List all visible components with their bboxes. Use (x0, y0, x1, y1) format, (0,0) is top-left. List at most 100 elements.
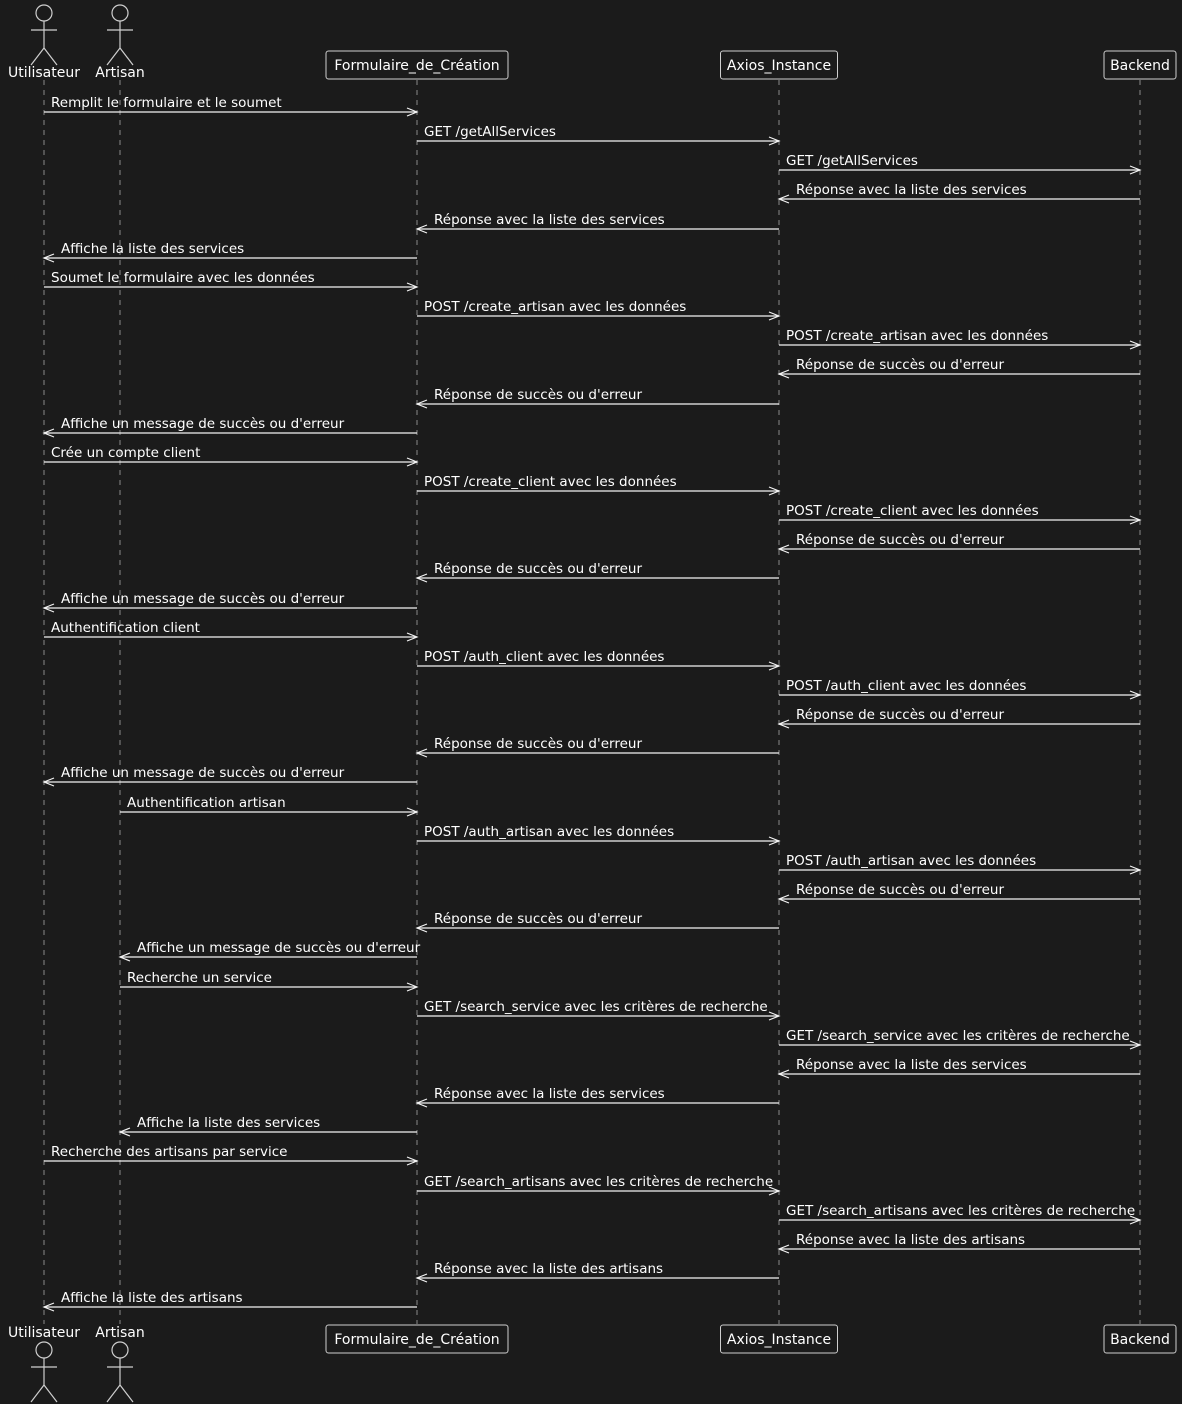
participant-name: Backend (1110, 1332, 1170, 1348)
message-arrow: Réponse avec la liste des artisans (415, 1261, 779, 1283)
message-arrow: Réponse de succès ou d'erreur (415, 911, 779, 933)
message-arrow: GET /getAllServices (779, 153, 1142, 175)
message-arrow: POST /auth_client avec les données (779, 678, 1142, 700)
message-label: Affiche un message de succès ou d'erreur (61, 765, 345, 781)
message-arrow: Réponse avec la liste des artisans (777, 1232, 1140, 1254)
arrowhead-icon (1129, 690, 1142, 700)
message-label: Affiche un message de succès ou d'erreur (61, 416, 345, 432)
message-arrow: Recherche des artisans par service (44, 1144, 419, 1166)
participant-name: Axios_Instance (727, 58, 831, 74)
message-arrow: Authentification client (44, 620, 419, 642)
message-arrow: Soumet le formulaire avec les données (44, 270, 419, 292)
arrowhead-icon (1129, 165, 1142, 175)
arrowhead-icon (406, 807, 419, 817)
arrowhead-icon (415, 573, 428, 583)
message-label: Recherche des artisans par service (51, 1144, 288, 1160)
message-label: Réponse avec la liste des services (796, 182, 1027, 198)
actor-icon (106, 1341, 134, 1403)
message-arrow: Réponse avec la liste des services (777, 182, 1140, 204)
arrowhead-icon (777, 1244, 790, 1254)
participant-name: Formulaire_de_Création (334, 1332, 499, 1348)
lifelines (43, 80, 1141, 1324)
arrowhead-icon (42, 603, 55, 613)
arrowhead-icon (42, 777, 55, 787)
participant-formulaire-bottom: Formulaire_de_Création (325, 1324, 509, 1354)
arrowhead-icon (1129, 515, 1142, 525)
message-arrow: Réponse de succès ou d'erreur (415, 561, 779, 583)
arrowhead-icon (768, 311, 781, 321)
message-arrow: Réponse de succès ou d'erreur (777, 882, 1140, 904)
actor-icon (106, 4, 134, 66)
arrowhead-icon (1129, 865, 1142, 875)
arrowhead-icon (415, 224, 428, 234)
participant-axios-top: Axios_Instance (720, 50, 838, 80)
message-label: Réponse de succès ou d'erreur (796, 357, 1004, 373)
participant-box-frame (325, 1324, 509, 1354)
message-label: GET /search_artisans avec les critères d… (786, 1203, 1135, 1219)
message-arrow: Affiche un message de succès ou d'erreur (42, 765, 417, 787)
message-label: Réponse avec la liste des artisans (796, 1232, 1025, 1248)
message-label: GET /getAllServices (424, 124, 556, 140)
message-label: Réponse de succès ou d'erreur (434, 736, 642, 752)
message-arrow: GET /search_artisans avec les critères d… (417, 1174, 781, 1196)
arrowhead-icon (415, 399, 428, 409)
message-arrow: POST /auth_client avec les données (417, 649, 781, 671)
participant-headers: UtilisateurUtilisateurArtisanArtisanForm… (8, 4, 1177, 1403)
message-arrow: Réponse avec la liste des services (415, 212, 779, 234)
arrowhead-icon (777, 544, 790, 554)
message-label: Réponse avec la liste des services (434, 1086, 665, 1102)
message-label: GET /search_artisans avec les critères d… (424, 1174, 773, 1190)
arrowhead-icon (768, 1011, 781, 1021)
message-label: Affiche un message de succès ou d'erreur (61, 591, 345, 607)
message-arrow: GET /search_artisans avec les critères d… (779, 1203, 1142, 1225)
message-arrow: POST /auth_artisan avec les données (417, 824, 781, 846)
participant-box-frame (1103, 50, 1177, 80)
arrowhead-icon (768, 486, 781, 496)
message-label: POST /create_client avec les données (786, 503, 1039, 519)
arrowhead-icon (777, 369, 790, 379)
arrowhead-icon (768, 136, 781, 146)
message-arrow: Affiche la liste des artisans (42, 1290, 417, 1312)
participant-axios-bottom: Axios_Instance (720, 1324, 838, 1354)
message-label: POST /auth_client avec les données (786, 678, 1026, 694)
message-label: Réponse avec la liste des artisans (434, 1261, 663, 1277)
message-label: Réponse de succès ou d'erreur (434, 561, 642, 577)
message-label: GET /search_service avec les critères de… (786, 1028, 1130, 1044)
message-arrow: GET /getAllServices (417, 124, 781, 146)
arrowhead-icon (1129, 1215, 1142, 1225)
arrowhead-icon (768, 836, 781, 846)
message-arrow: Affiche un message de succès ou d'erreur (118, 940, 421, 962)
arrowhead-icon (406, 457, 419, 467)
participant-box-frame (325, 50, 509, 80)
message-label: Authentification client (51, 620, 200, 636)
participant-name: Formulaire_de_Création (334, 58, 499, 74)
message-arrow: Affiche la liste des services (42, 241, 417, 263)
message-label: Affiche la liste des services (61, 241, 244, 257)
actor-artisan-bottom: Artisan (95, 1325, 145, 1403)
arrowhead-icon (406, 1156, 419, 1166)
message-arrow: Remplit le formulaire et le soumet (44, 95, 419, 117)
message-arrow: POST /auth_artisan avec les données (779, 853, 1142, 875)
message-arrow: Réponse de succès ou d'erreur (415, 387, 779, 409)
message-label: Affiche un message de succès ou d'erreur (137, 940, 421, 956)
message-label: Authentification artisan (127, 795, 286, 811)
message-label: POST /auth_client avec les données (424, 649, 664, 665)
message-label: Crée un compte client (51, 445, 200, 461)
arrowhead-icon (777, 1069, 790, 1079)
arrowhead-icon (777, 194, 790, 204)
arrowhead-icon (406, 982, 419, 992)
arrowhead-icon (406, 282, 419, 292)
actor-name: Artisan (95, 65, 144, 81)
arrowhead-icon (1129, 340, 1142, 350)
participant-backend-bottom: Backend (1103, 1324, 1177, 1354)
actor-name: Utilisateur (8, 1325, 80, 1341)
arrowhead-icon (42, 1302, 55, 1312)
message-label: POST /auth_artisan avec les données (786, 853, 1036, 869)
message-label: Réponse de succès ou d'erreur (796, 532, 1004, 548)
actor-icon (30, 4, 58, 66)
message-arrow: Recherche un service (120, 970, 419, 992)
arrowhead-icon (42, 428, 55, 438)
message-arrow: Réponse de succès ou d'erreur (777, 532, 1140, 554)
participant-box-frame (1103, 1324, 1177, 1354)
message-label: Réponse de succès ou d'erreur (434, 911, 642, 927)
